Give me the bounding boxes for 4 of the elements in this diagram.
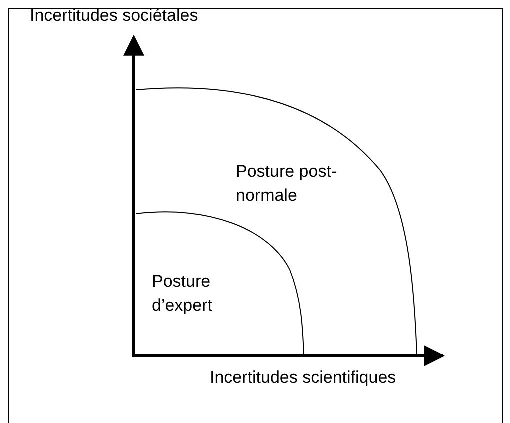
region-label: Posture d’expert bbox=[152, 271, 214, 317]
region-label: Posture post-normale bbox=[236, 161, 338, 207]
axis-label: Incertitudes sociétales bbox=[30, 5, 198, 27]
axis-label: Incertitudes scientifiques bbox=[210, 367, 396, 389]
